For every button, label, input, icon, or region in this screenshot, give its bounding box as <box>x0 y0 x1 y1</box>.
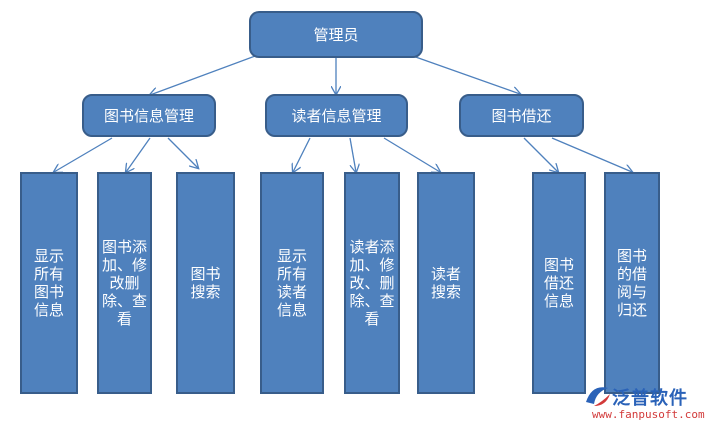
leaf-label: 显示所有读者信息 <box>276 247 307 319</box>
connector-cat2-leaf6 <box>383 137 440 172</box>
leaf-node-book-crud: 图书添加、修改删除、查看 <box>97 172 152 394</box>
watermark: 泛普软件 www.fanpusoft.com <box>582 382 712 427</box>
connector-root-cat1 <box>150 54 259 95</box>
leaf-node-reader-crud: 读者添加、修改、删除、查看 <box>344 172 400 394</box>
leaf-label: 图书借还信息 <box>543 256 574 310</box>
connector-cat2-leaf5 <box>349 137 356 172</box>
category-label: 读者信息管理 <box>291 107 382 125</box>
category-node-reader-info: 读者信息管理 <box>265 94 408 137</box>
leaf-label: 图书添加、修改删除、查看 <box>101 238 147 328</box>
connector-root-cat3 <box>409 54 520 94</box>
root-node: 管理员 <box>249 11 423 58</box>
connector-cat1-leaf1 <box>54 137 113 172</box>
connector-cat1-leaf2 <box>126 137 151 172</box>
leaf-label: 图书搜索 <box>190 265 221 301</box>
leaf-label: 读者搜索 <box>430 265 461 301</box>
category-label: 图书信息管理 <box>103 107 194 125</box>
leaf-node-show-all-books: 显示所有图书信息 <box>20 172 78 394</box>
fanpu-logo-icon <box>586 387 610 406</box>
connector-cat3-leaf7 <box>523 137 558 172</box>
leaf-label: 读者添加、修改、删除、查看 <box>349 238 395 328</box>
leaf-node-borrow-info: 图书借还信息 <box>532 172 586 394</box>
connector-cat1-leaf3 <box>167 137 198 168</box>
category-node-book-borrow: 图书借还 <box>459 94 584 137</box>
leaf-node-show-all-readers: 显示所有读者信息 <box>260 172 324 394</box>
connector-cat2-leaf4 <box>293 137 311 172</box>
watermark-brand: 泛普软件 <box>612 388 688 409</box>
category-node-book-info: 图书信息管理 <box>82 94 216 137</box>
root-node-label: 管理员 <box>313 26 359 44</box>
leaf-node-reader-search: 读者搜索 <box>417 172 475 394</box>
leaf-node-book-search: 图书搜索 <box>176 172 235 394</box>
leaf-node-borrow-return: 图书的借阅与归还 <box>604 172 660 394</box>
watermark-url: www.fanpusoft.com <box>592 408 705 421</box>
category-label: 图书借还 <box>491 107 552 125</box>
leaf-label: 显示所有图书信息 <box>33 247 64 319</box>
leaf-label: 图书的借阅与归还 <box>616 247 647 319</box>
connector-cat3-leaf8 <box>551 137 632 172</box>
